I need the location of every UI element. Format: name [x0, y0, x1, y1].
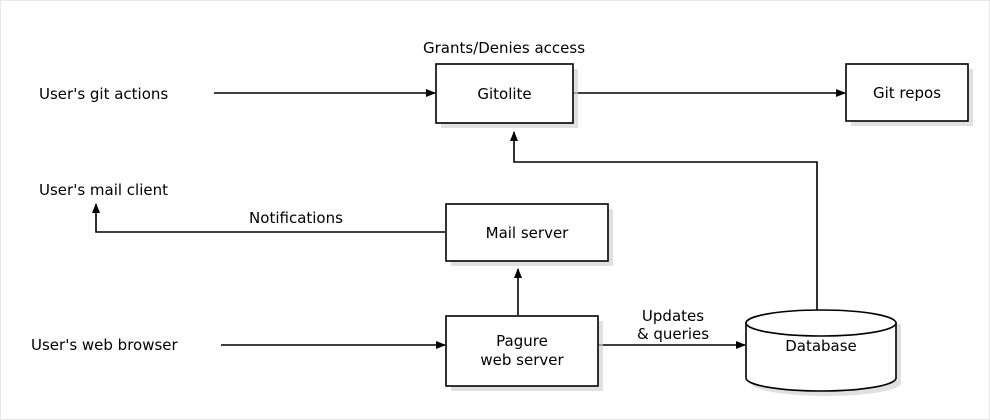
- mail-server-label: Mail server: [486, 224, 570, 242]
- pagure-web-server-label-line1: Pagure: [496, 332, 548, 350]
- database-top-ellipse: [745, 309, 897, 337]
- pagure-web-server-label-line2: web server: [480, 351, 564, 369]
- database-body: [745, 322, 897, 392]
- label-notifications: Notifications: [249, 209, 343, 227]
- label-updates-queries-line1: Updates: [642, 307, 704, 325]
- node-database[interactable]: Database: [745, 309, 901, 396]
- pagure-web-server-box: [445, 315, 599, 387]
- label-users-git-actions: User's git actions: [39, 85, 168, 103]
- gitolite-box: [435, 63, 574, 124]
- git-repos-box: [845, 63, 969, 122]
- label-grants-denies-access: Grants/Denies access: [423, 39, 585, 57]
- node-mail-server[interactable]: Mail server: [445, 203, 613, 266]
- edge-mail-server-to-mail-client: [92, 203, 445, 233]
- node-pagure-web-server[interactable]: Pagure web server: [445, 315, 603, 391]
- label-updates-queries-line2: & queries: [637, 325, 709, 343]
- node-gitolite[interactable]: Gitolite: [435, 63, 578, 128]
- git-repos-label: Git repos: [873, 84, 941, 102]
- database-label: Database: [785, 337, 857, 355]
- mail-server-box: [445, 203, 609, 262]
- label-users-web-browser: User's web browser: [31, 336, 179, 354]
- label-users-mail-client: User's mail client: [39, 181, 168, 199]
- edge-database-to-gitolite: [510, 131, 818, 311]
- gitolite-label: Gitolite: [477, 85, 531, 103]
- node-git-repos[interactable]: Git repos: [845, 63, 973, 126]
